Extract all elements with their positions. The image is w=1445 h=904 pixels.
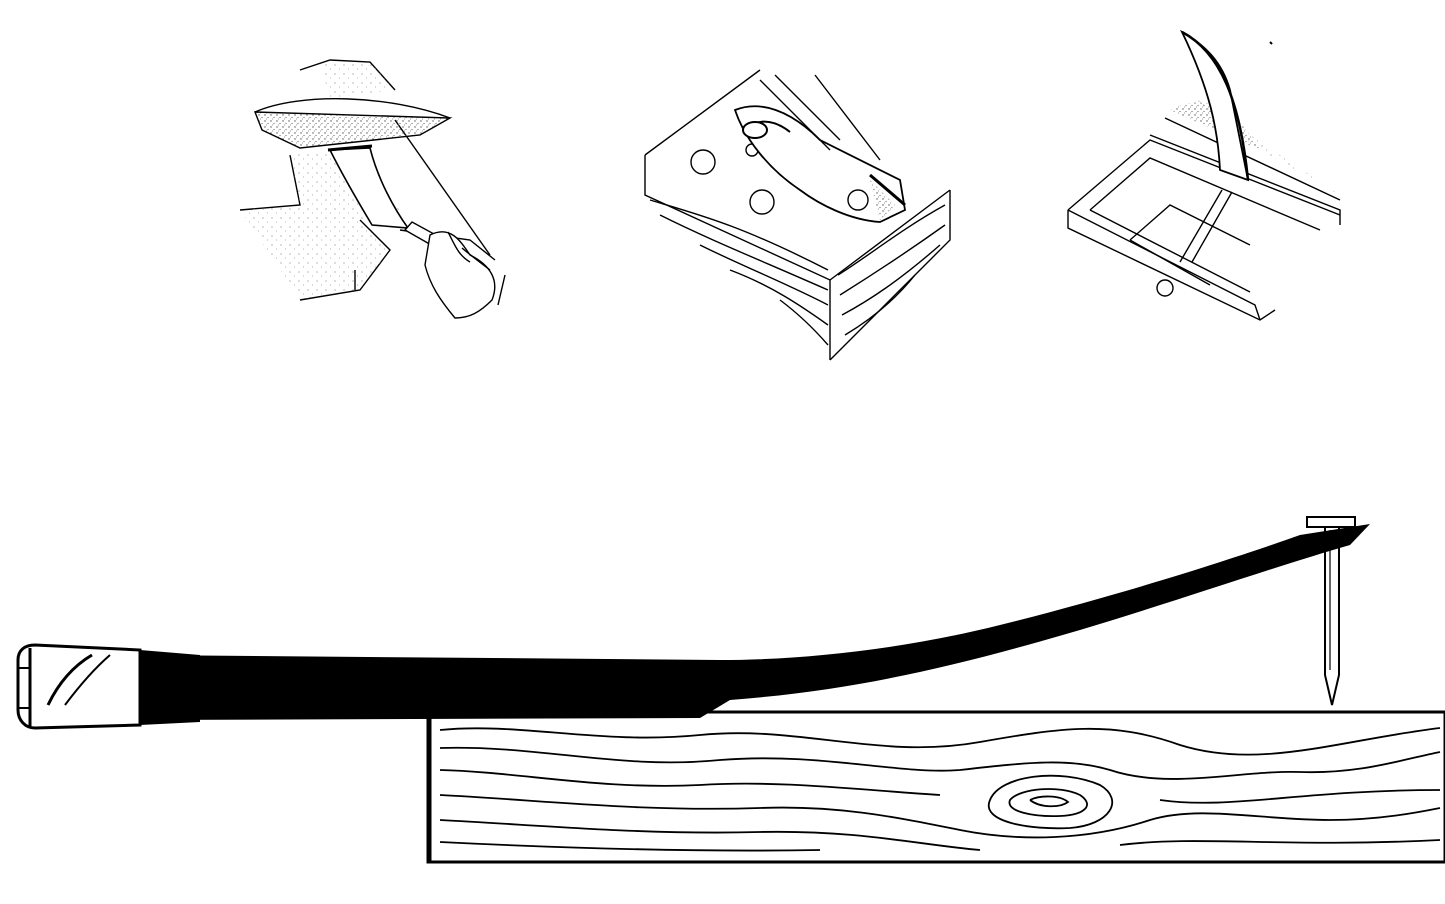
drawer-panel <box>1067 29 1341 321</box>
nail <box>1306 516 1356 706</box>
roof-shingle-panel <box>239 59 506 319</box>
nail-puller-tool <box>16 524 1370 730</box>
furniture-edge-panel <box>644 69 951 361</box>
board <box>426 710 1445 864</box>
